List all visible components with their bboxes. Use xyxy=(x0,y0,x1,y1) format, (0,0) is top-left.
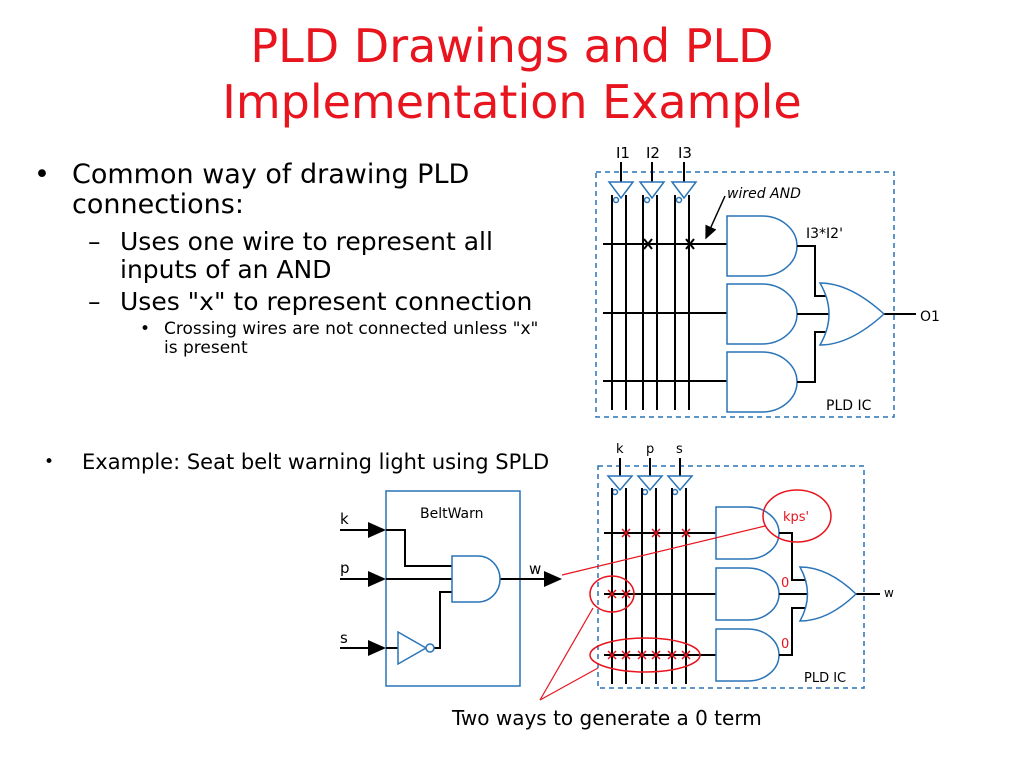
beltwarn-block xyxy=(385,490,521,687)
term-label: I3*I2' xyxy=(806,226,843,242)
input-label-s: s xyxy=(676,442,683,457)
input-label-p: p xyxy=(646,442,654,457)
pld-diagram-bottom: k p s xyxy=(451,442,894,730)
chip-label-bottom: PLD IC xyxy=(804,671,846,686)
pld-ic-boundary-bottom xyxy=(597,465,865,689)
input-label-i2: I2 xyxy=(646,144,660,162)
zero-term-highlight-1 xyxy=(589,575,635,613)
zero-label-2: 0 xyxy=(781,637,789,652)
and-gates xyxy=(726,215,798,413)
pld-diagram-top: I1 I2 I3 xyxy=(595,144,940,418)
bullet-dot: • xyxy=(44,452,55,472)
output-label-o1: O1 xyxy=(920,309,940,325)
beltwarn-title: BeltWarn xyxy=(420,506,484,522)
connection-marks xyxy=(643,238,695,250)
zero-term-caption: Two ways to generate a 0 term xyxy=(451,706,762,730)
input-buffers-bottom xyxy=(606,475,694,496)
inverter-bubble xyxy=(425,643,435,653)
example-text: Example: Seat belt warning light using S… xyxy=(82,450,550,474)
input-label-s: s xyxy=(340,629,348,647)
title-line-2: Implementation Example xyxy=(222,75,802,129)
sub-bullet-one-wire: Uses one wire to represent all inputs of… xyxy=(30,228,550,284)
or-gate-bottom xyxy=(798,566,858,622)
title-line-1: PLD Drawings and PLD xyxy=(250,19,774,73)
sub-sub-bullet-crossing: Crossing wires are not connected unless … xyxy=(30,320,550,358)
input-label-i1: I1 xyxy=(616,144,630,162)
beltwarn-diagram: BeltWarn k p s w xyxy=(340,490,562,687)
or-gate xyxy=(818,282,886,346)
zero-term-highlight-2 xyxy=(589,637,701,673)
input-label-k: k xyxy=(340,510,349,528)
output-label-w: w xyxy=(529,560,541,578)
input-label-i3: I3 xyxy=(678,144,692,162)
kps-label: kps' xyxy=(783,510,809,525)
input-label-k: k xyxy=(616,442,624,457)
slide-title: PLD Drawings and PLD Implementation Exam… xyxy=(0,18,1024,130)
zero-label-1: 0 xyxy=(781,576,789,591)
and-gates-bottom xyxy=(715,506,780,682)
connection-marks-bottom xyxy=(607,528,691,660)
input-label-p: p xyxy=(340,559,350,577)
pld-ic-boundary xyxy=(595,171,895,418)
bullet-common-way: Common way of drawing PLD connections: xyxy=(30,160,550,220)
wired-and-label: wired AND xyxy=(727,186,801,202)
output-label-w: w xyxy=(884,586,894,600)
inverter xyxy=(397,630,428,666)
bullet-list: Common way of drawing PLD connections: U… xyxy=(30,160,550,358)
and-gate xyxy=(451,555,501,603)
input-buffers xyxy=(607,181,698,204)
sub-bullet-x-connection: Uses "x" to represent connection xyxy=(30,288,550,317)
example-bullet: • Example: Seat belt warning light using… xyxy=(40,446,550,478)
chip-label: PLD IC xyxy=(826,398,872,414)
kps-highlight xyxy=(762,489,832,543)
